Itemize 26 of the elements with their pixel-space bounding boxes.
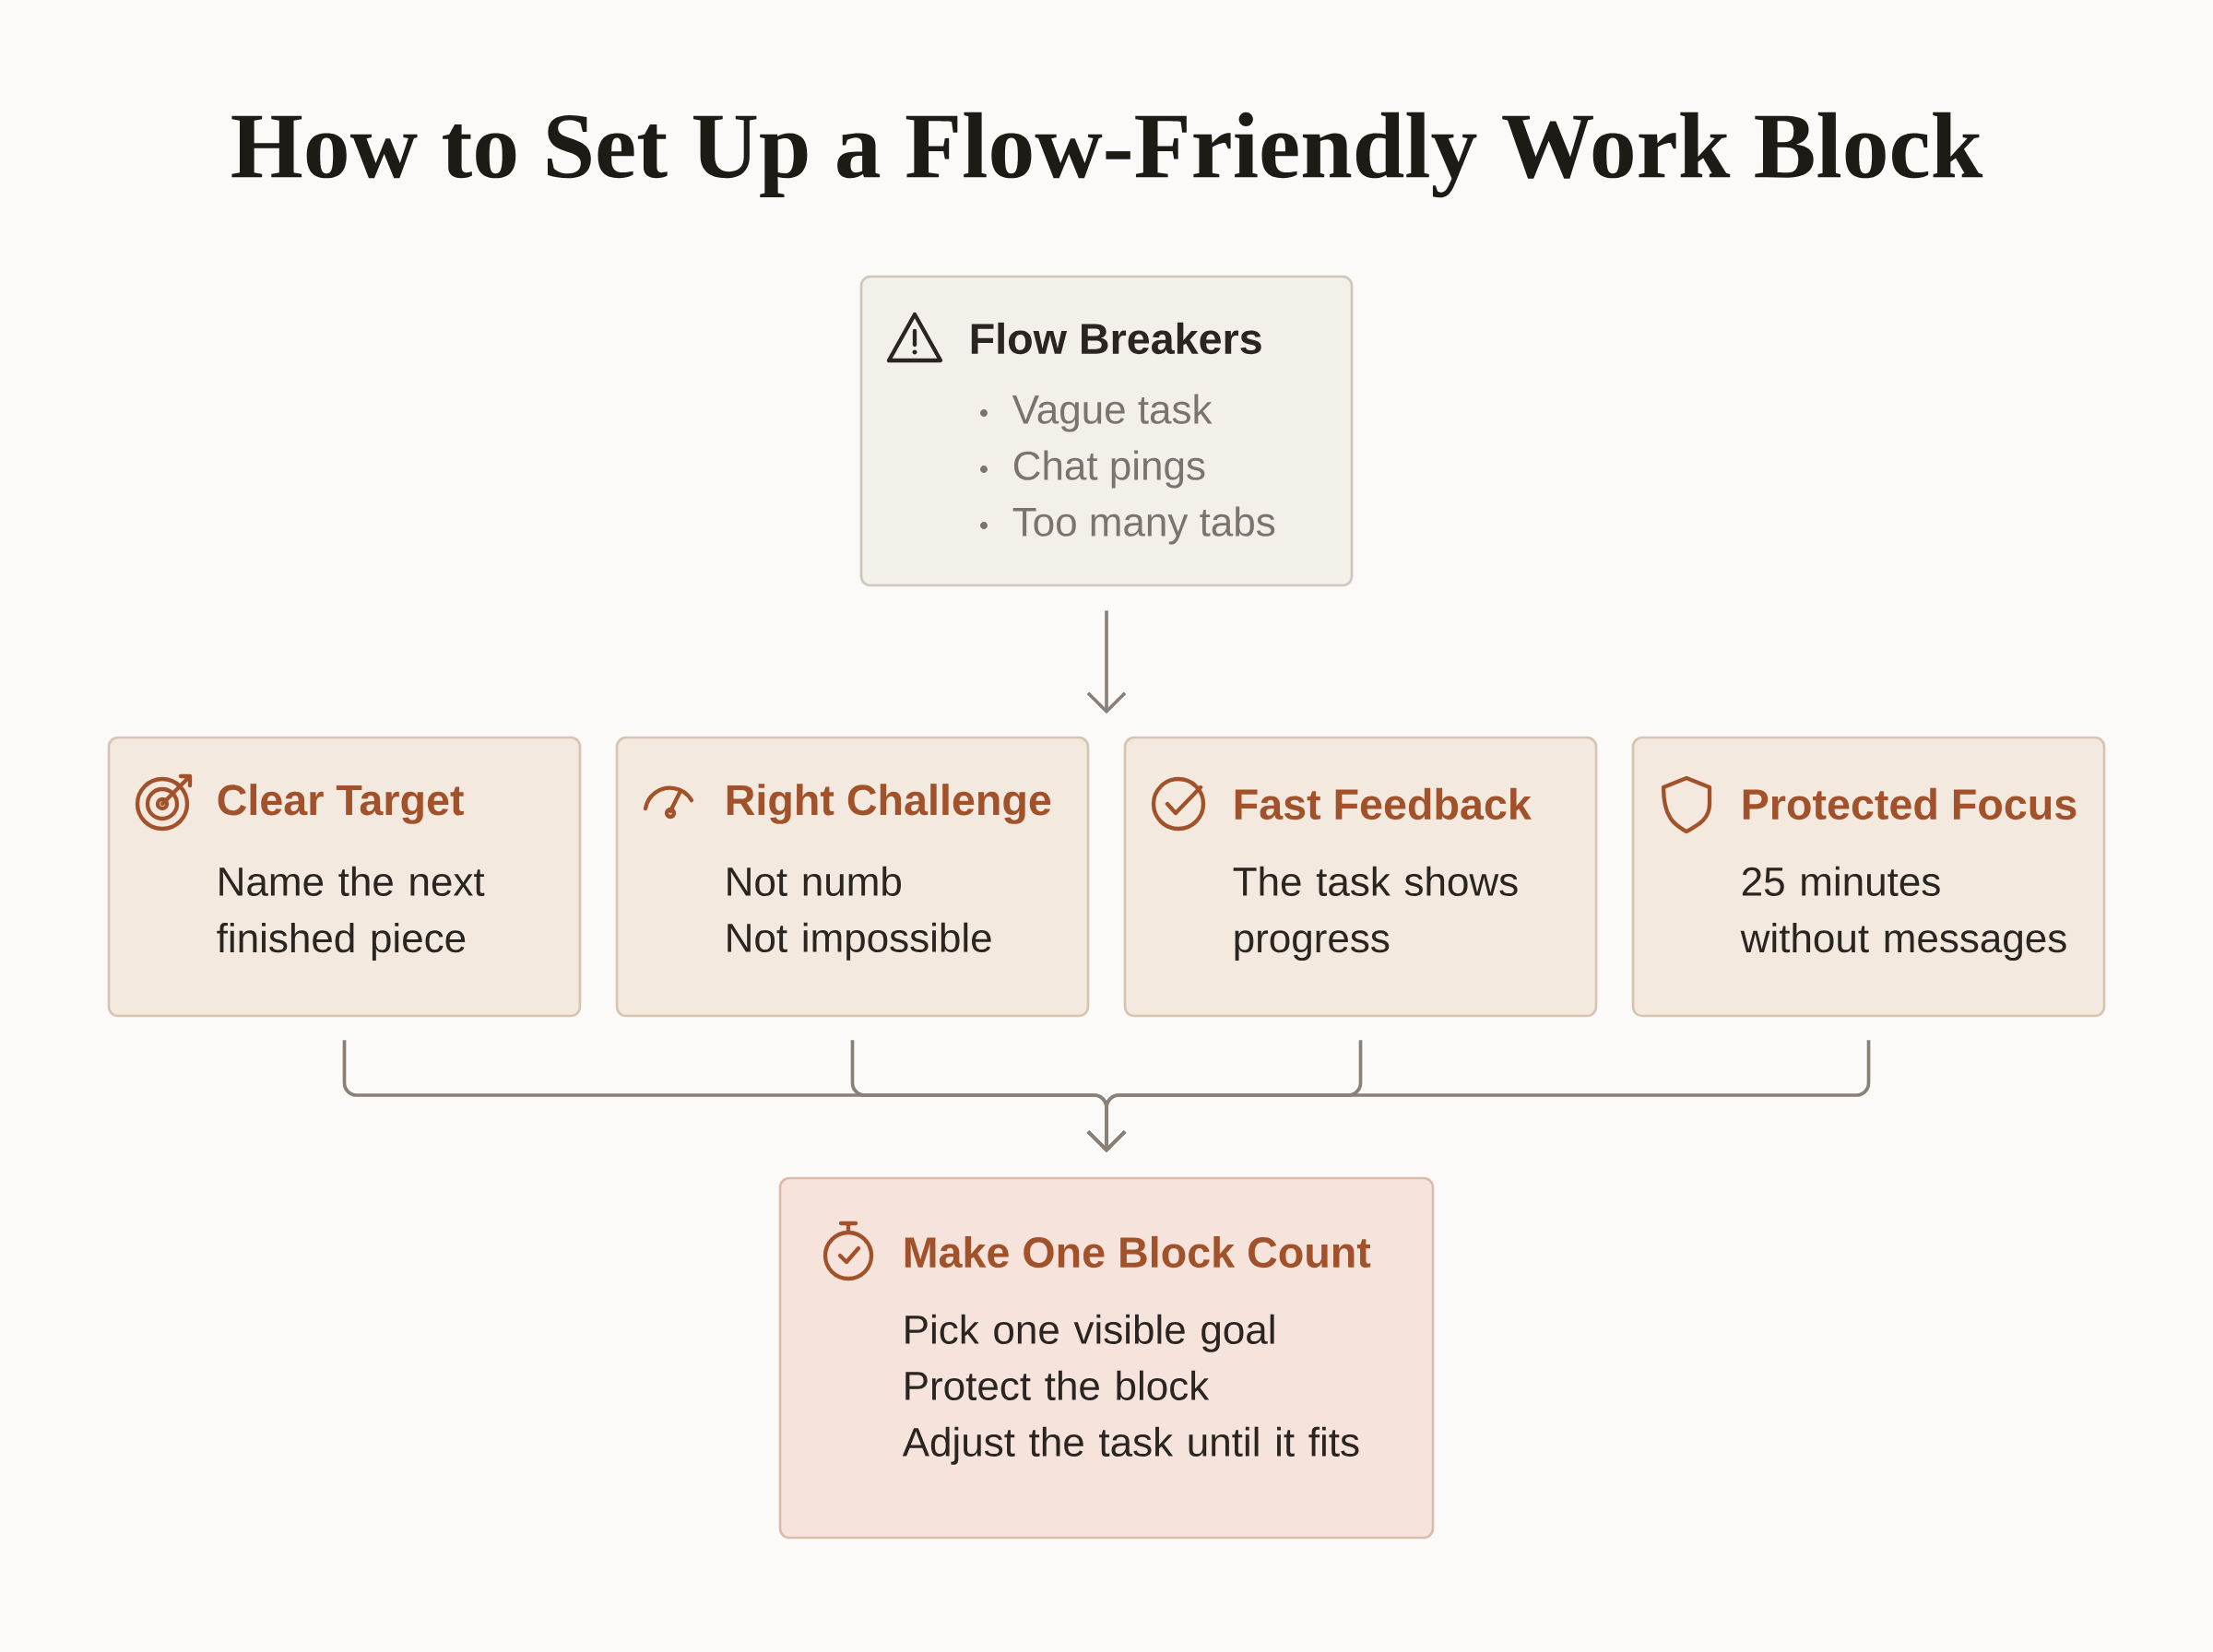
card — [859, 275, 1354, 587]
card-text: Protect the block — [905, 1370, 1210, 1400]
card — [1123, 736, 1598, 1018]
card-heading: Protected Focus — [1743, 787, 2077, 820]
card-text: Pick one visible goal — [905, 1314, 1274, 1352]
bullet-item: Too many tabs — [980, 506, 1275, 545]
card-heading: Clear Target — [218, 784, 464, 824]
bullet-item: Vague task — [980, 394, 1213, 432]
card-heading: Make One Block Count — [905, 1235, 1371, 1268]
card-text: The task shows progress — [1233, 866, 1518, 962]
card-text: Not impossible — [728, 922, 991, 961]
card — [778, 1176, 1435, 1540]
card — [615, 736, 1090, 1018]
arrow — [1086, 1040, 1871, 1153]
bullet-item: Chat pings — [980, 450, 1205, 489]
card-text: Adjust the task until it fits — [902, 1426, 1359, 1465]
arrow — [1086, 610, 1127, 714]
card-text: Not numb — [728, 866, 901, 896]
card — [1631, 736, 2106, 1018]
card-heading: Fast Feedback — [1235, 787, 1532, 820]
card-heading: Flow Breakers — [971, 322, 1261, 355]
card-text: 25 minutes without messages — [1740, 866, 2066, 962]
card — [107, 736, 582, 1018]
card-heading: Right Challenge — [727, 784, 1051, 824]
title: How to Set Up a Flow-Friendly Work Block — [231, 112, 1983, 198]
card-text: Name the next finished piece — [217, 866, 485, 962]
